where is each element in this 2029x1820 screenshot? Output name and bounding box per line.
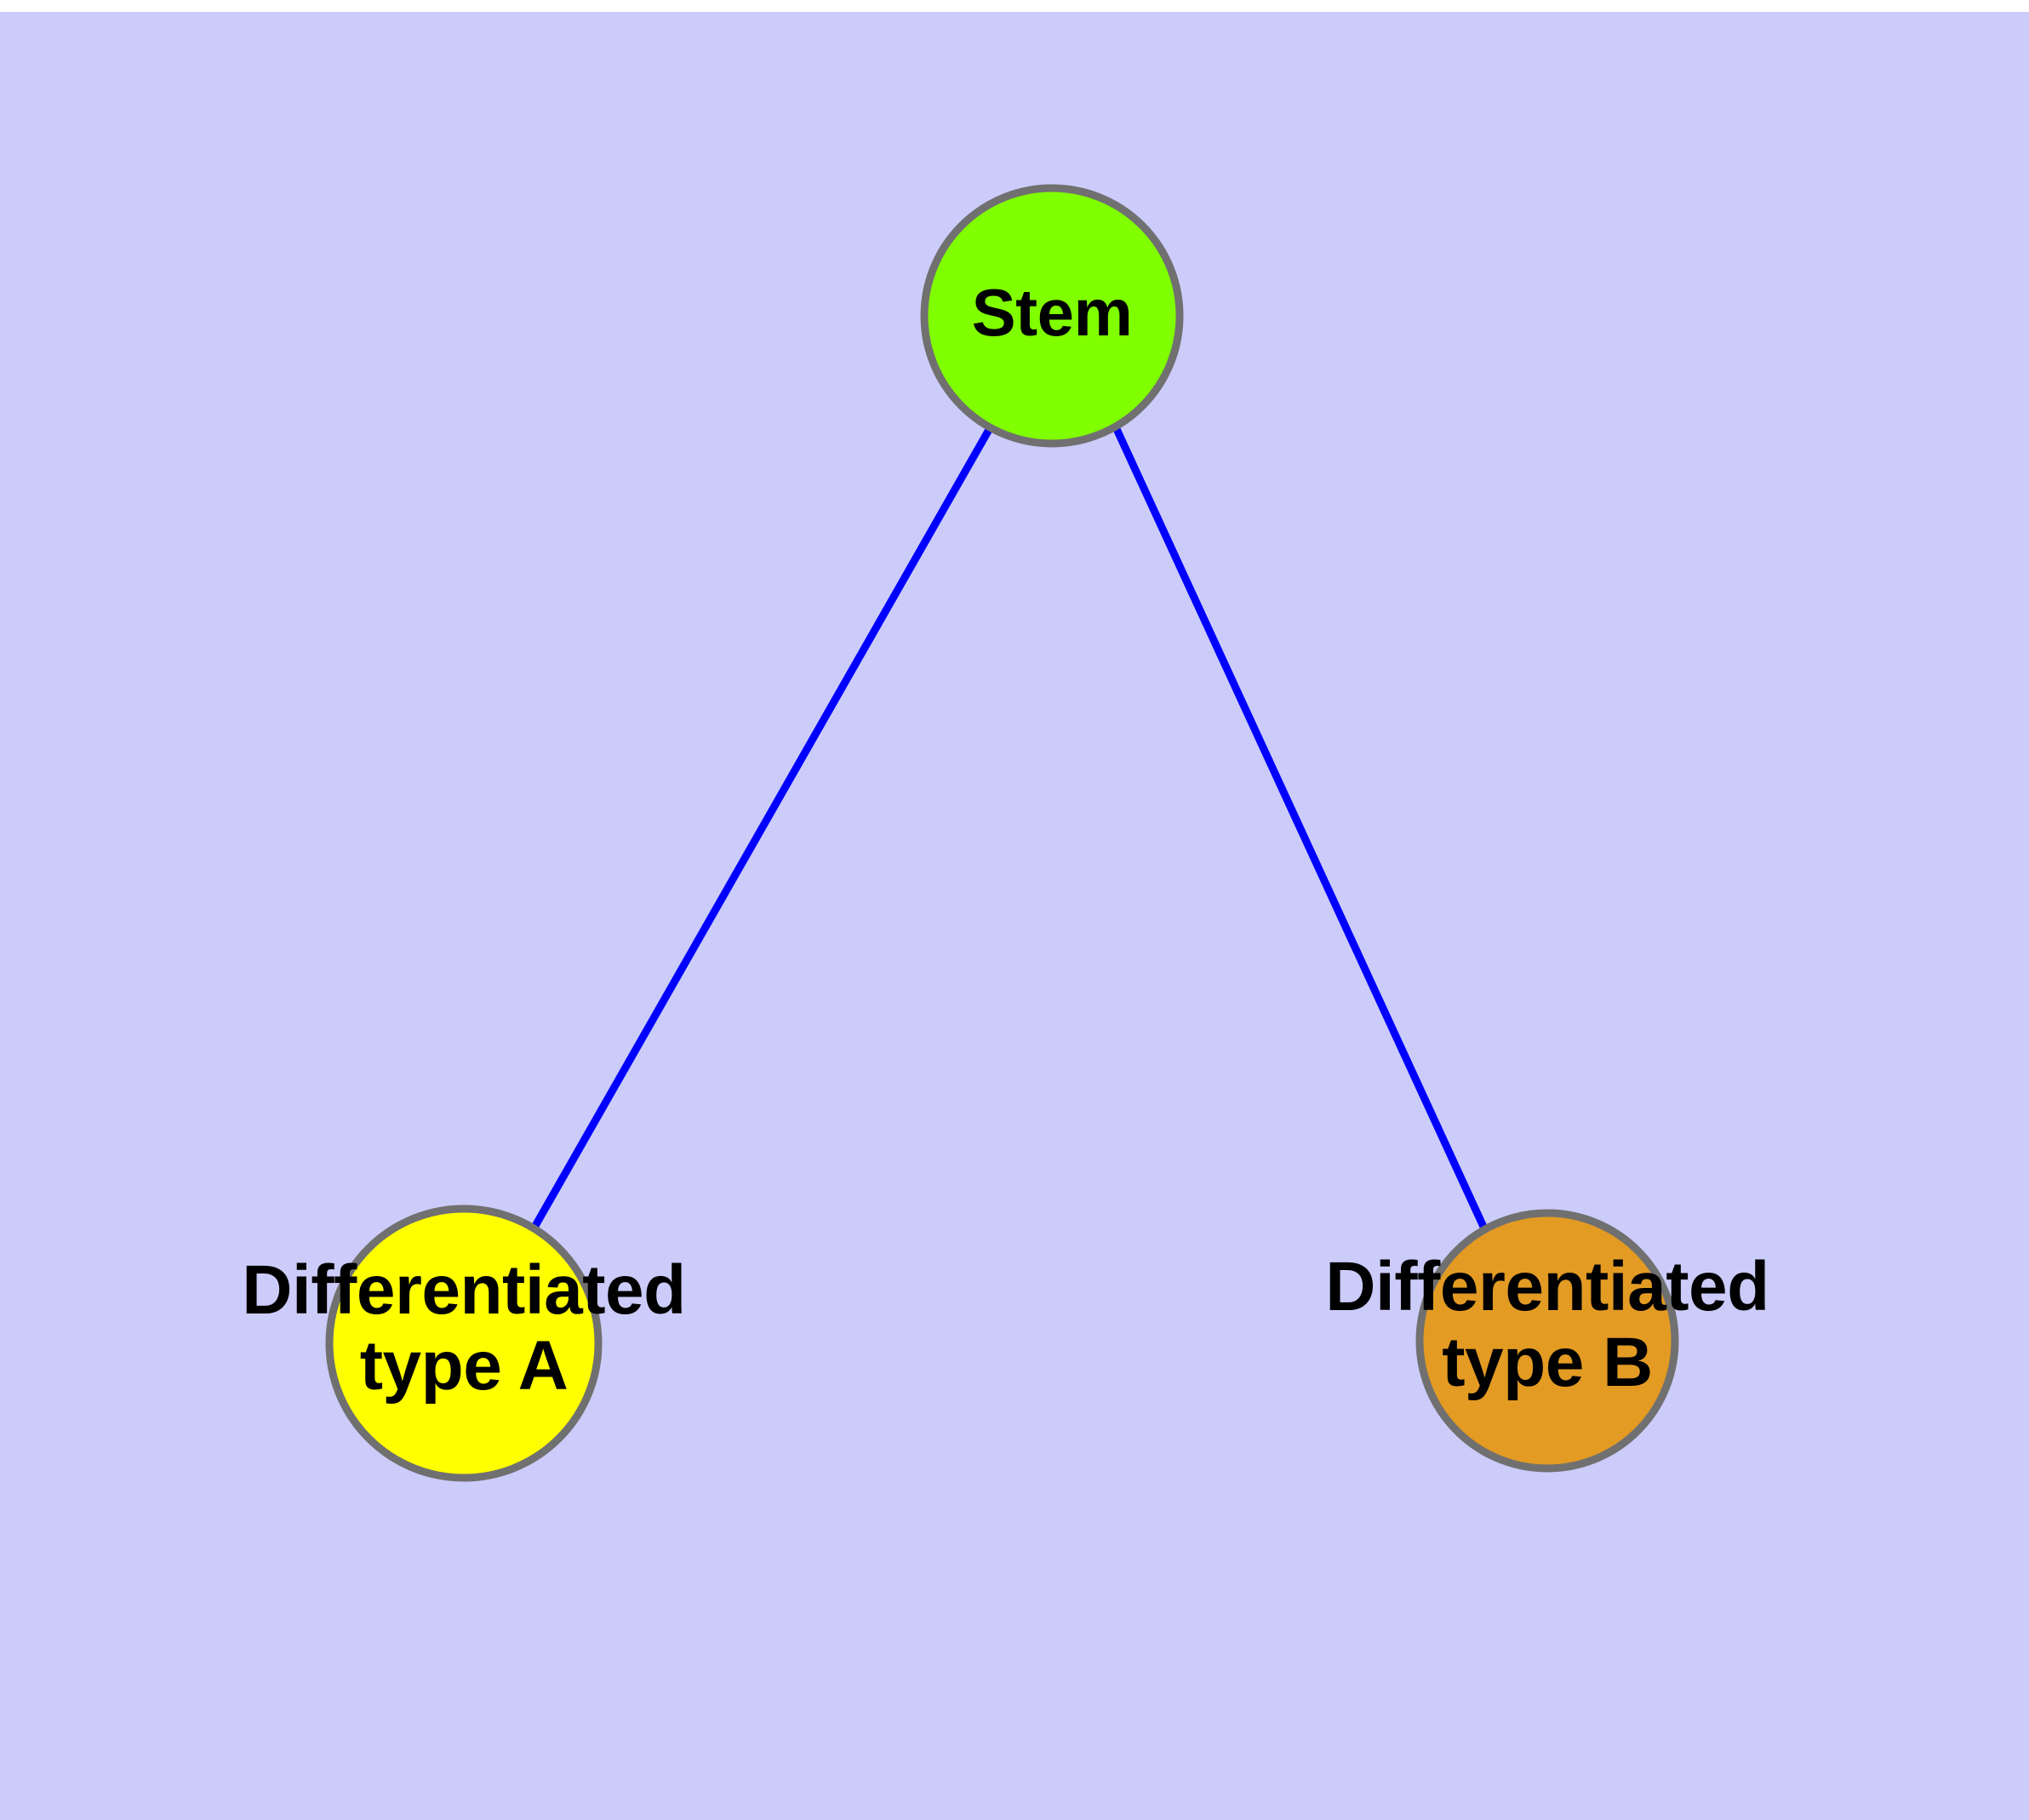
node-stem[interactable] — [920, 184, 1184, 448]
edge-stem-to-differentiated-type-b — [1112, 427, 1488, 1228]
edge-layer — [532, 426, 1488, 1228]
node-differentiated-type-b[interactable] — [1415, 1209, 1679, 1473]
node-layer — [325, 184, 1679, 1482]
node-differentiated-type-a[interactable] — [325, 1205, 603, 1482]
edge-stem-to-differentiated-type-a — [532, 426, 993, 1228]
